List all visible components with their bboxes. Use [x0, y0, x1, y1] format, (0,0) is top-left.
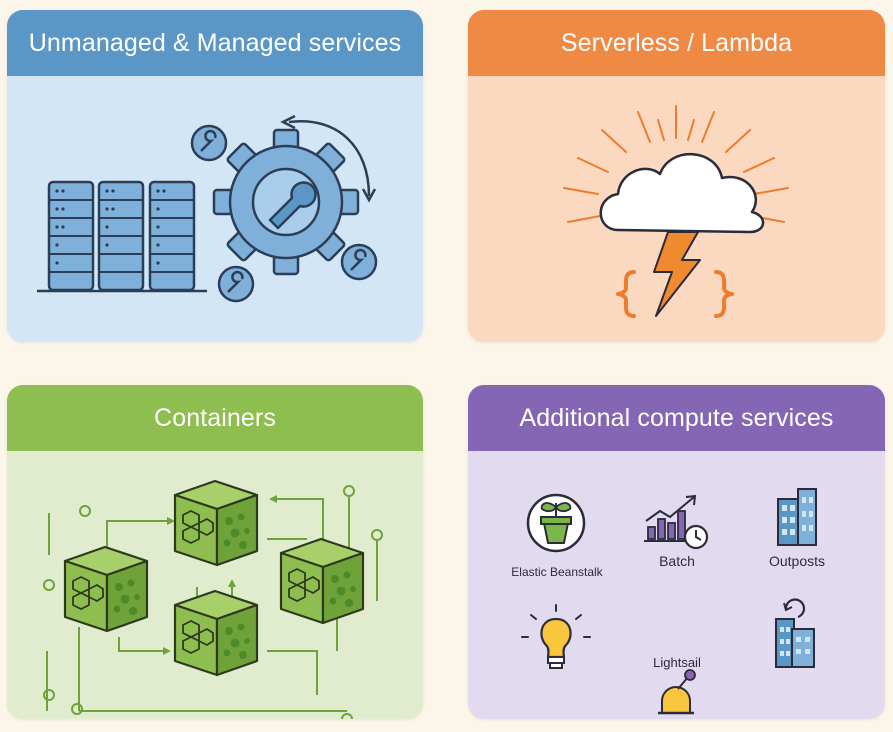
card-title: Serverless / Lambda	[468, 10, 885, 76]
bar-chart-clock-icon	[644, 494, 709, 550]
cloud-icon	[599, 152, 765, 234]
service-label-elastic-beanstalk: Elastic Beanstalk	[511, 565, 603, 579]
service-label-batch: Batch	[659, 553, 695, 569]
observatory-icon	[658, 669, 696, 715]
services-grid: Elastic Beanstalk Batch Outposts Lightsa…	[468, 451, 885, 719]
card-title: Unmanaged & Managed services	[7, 10, 423, 76]
servers-gear-illustration	[37, 114, 378, 303]
serverless-card: Serverless / Lambda	[468, 10, 885, 342]
gear-icon	[212, 128, 360, 276]
container-cube-icon	[63, 479, 365, 677]
card-title: Containers	[7, 385, 423, 451]
network-lines	[46, 497, 378, 712]
containers-illustration	[43, 479, 383, 719]
containers-card: Containers	[7, 385, 423, 719]
building-icon	[777, 488, 817, 546]
code-braces-icon	[616, 270, 734, 318]
additional-compute-card: Additional compute services	[468, 385, 885, 719]
card-title: Additional compute services	[468, 385, 885, 451]
service-label-outposts: Outposts	[768, 553, 826, 569]
building-refresh-icon	[775, 598, 815, 668]
cloud-lightning-illustration	[563, 105, 789, 318]
unmanaged-services-card: Unmanaged & Managed services	[7, 10, 423, 342]
plant-icon	[526, 493, 586, 553]
services-icons	[521, 488, 817, 715]
wrench-icon	[190, 124, 378, 303]
lightning-icon	[653, 231, 701, 317]
service-label-lightsail: Lightsail	[653, 655, 701, 670]
lightbulb-icon	[521, 604, 591, 669]
